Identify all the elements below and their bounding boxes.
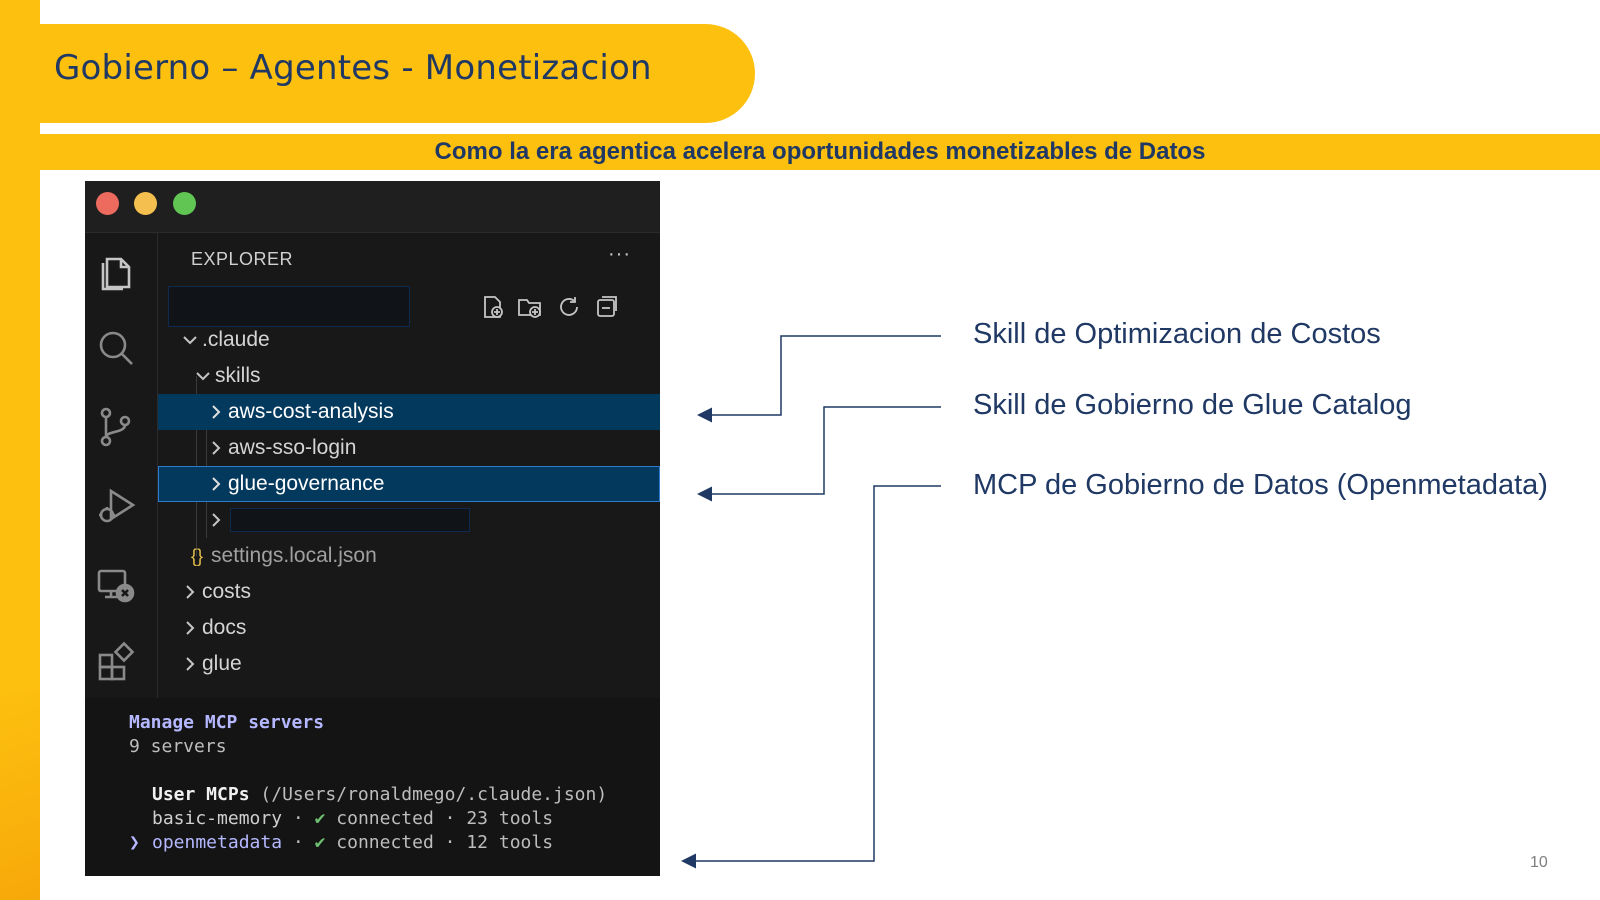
server-status: connected [336,808,434,829]
slide-title: Gobierno – Agentes - Monetizacion [54,48,652,88]
chevron-right-icon [204,508,228,532]
tree-file-settings[interactable]: {} settings.local.json [158,538,660,574]
code-editor-window: EXPLORER ··· .claude skills aws-cost-ana… [85,181,660,876]
minimize-window-button[interactable] [134,192,157,215]
mcp-server-pointer: ❯ [129,832,140,853]
separator: · [292,832,304,853]
close-window-button[interactable] [96,192,119,215]
left-accent-shade [0,690,40,900]
chevron-right-icon [204,400,228,424]
json-file-icon: {} [191,545,204,566]
collapse-all-icon[interactable] [594,294,620,320]
window-titlebar [85,181,660,233]
workspace-name-box [168,286,410,327]
tree-folder-docs[interactable]: docs [158,610,660,646]
server-name: openmetadata [152,832,283,853]
tree-folder-aws-sso-login[interactable]: aws-sso-login [158,430,660,466]
arrow-mcp [681,485,941,869]
refresh-icon[interactable] [556,294,582,320]
chevron-down-icon [178,328,202,352]
arrow-cost-skill [697,335,941,423]
mcp-server-row[interactable]: basic-memory · ✔ connected · 23 tools [152,808,553,829]
slide-subtitle: Como la era agentica acelera oportunidad… [434,138,1206,165]
chevron-right-icon [204,436,228,460]
new-folder-icon[interactable] [517,294,543,320]
run-debug-icon[interactable] [95,485,137,527]
source-control-icon[interactable] [95,405,137,447]
separator: · [292,808,304,829]
subtitle-band [40,134,1600,170]
arrow-glue-skill [697,406,941,502]
tree-label: glue [202,652,242,675]
check-icon: ✔ [314,832,326,853]
tree-folder-aws-cost-analysis[interactable]: aws-cost-analysis [158,394,660,430]
server-tools: 23 tools [466,808,554,829]
more-actions-icon[interactable]: ··· [608,243,631,265]
search-icon[interactable] [95,327,137,369]
mcp-server-row-selected[interactable]: openmetadata · ✔ connected · 12 tools [152,832,553,853]
annotation-glue-skill: Skill de Gobierno de Glue Catalog [973,389,1412,421]
title-banner [0,24,755,123]
user-mcps-path: (/Users/ronaldmego/.claude.json) [260,784,608,805]
check-icon: ✔ [314,808,326,829]
mcp-server-count: 9 servers [129,736,227,757]
tree-folder-redacted[interactable] [158,502,660,538]
chevron-right-icon [178,652,202,676]
remote-explorer-icon[interactable] [95,563,137,605]
explorer-header: EXPLORER [191,249,294,269]
annotation-cost-skill: Skill de Optimizacion de Costos [973,318,1381,350]
tree-folder-skills[interactable]: skills [158,358,660,394]
server-name: basic-memory [152,808,283,829]
mcp-user-header: User MCPs (/Users/ronaldmego/.claude.jso… [152,784,607,805]
chevron-right-icon [204,472,228,496]
tree-label: aws-sso-login [228,436,357,459]
tree-label: skills [215,364,261,387]
tree-label: aws-cost-analysis [228,400,394,423]
extensions-icon[interactable] [95,641,137,683]
chevron-right-icon [178,580,202,604]
tree-label: glue-governance [228,472,385,495]
new-file-icon[interactable] [480,294,506,320]
maximize-window-button[interactable] [173,192,196,215]
chevron-down-icon [191,364,215,388]
tree-folder-claude[interactable]: .claude [158,322,660,358]
tree-label: costs [202,580,252,603]
separator: · [444,808,456,829]
tree-folder-glue[interactable]: glue [158,646,660,682]
mcp-manage-title: Manage MCP servers [129,712,325,733]
chevron-right-icon [178,616,202,640]
tree-label: settings.local.json [211,544,377,567]
server-status: connected [336,832,434,853]
user-mcps-label: User MCPs [152,784,250,805]
tree-folder-costs[interactable]: costs [158,574,660,610]
annotation-mcp: MCP de Gobierno de Datos (Openmetadata) [973,469,1548,501]
server-tools: 12 tools [466,832,554,853]
redacted-name-box [230,508,470,532]
mcp-terminal-panel: Manage MCP servers 9 servers User MCPs (… [85,698,660,876]
separator: · [444,832,456,853]
activity-bar [85,233,158,711]
tree-label: docs [202,616,247,639]
tree-label: .claude [202,328,270,351]
page-number: 10 [1530,854,1548,871]
files-icon[interactable] [95,249,137,291]
tree-folder-glue-governance[interactable]: glue-governance [158,466,660,502]
